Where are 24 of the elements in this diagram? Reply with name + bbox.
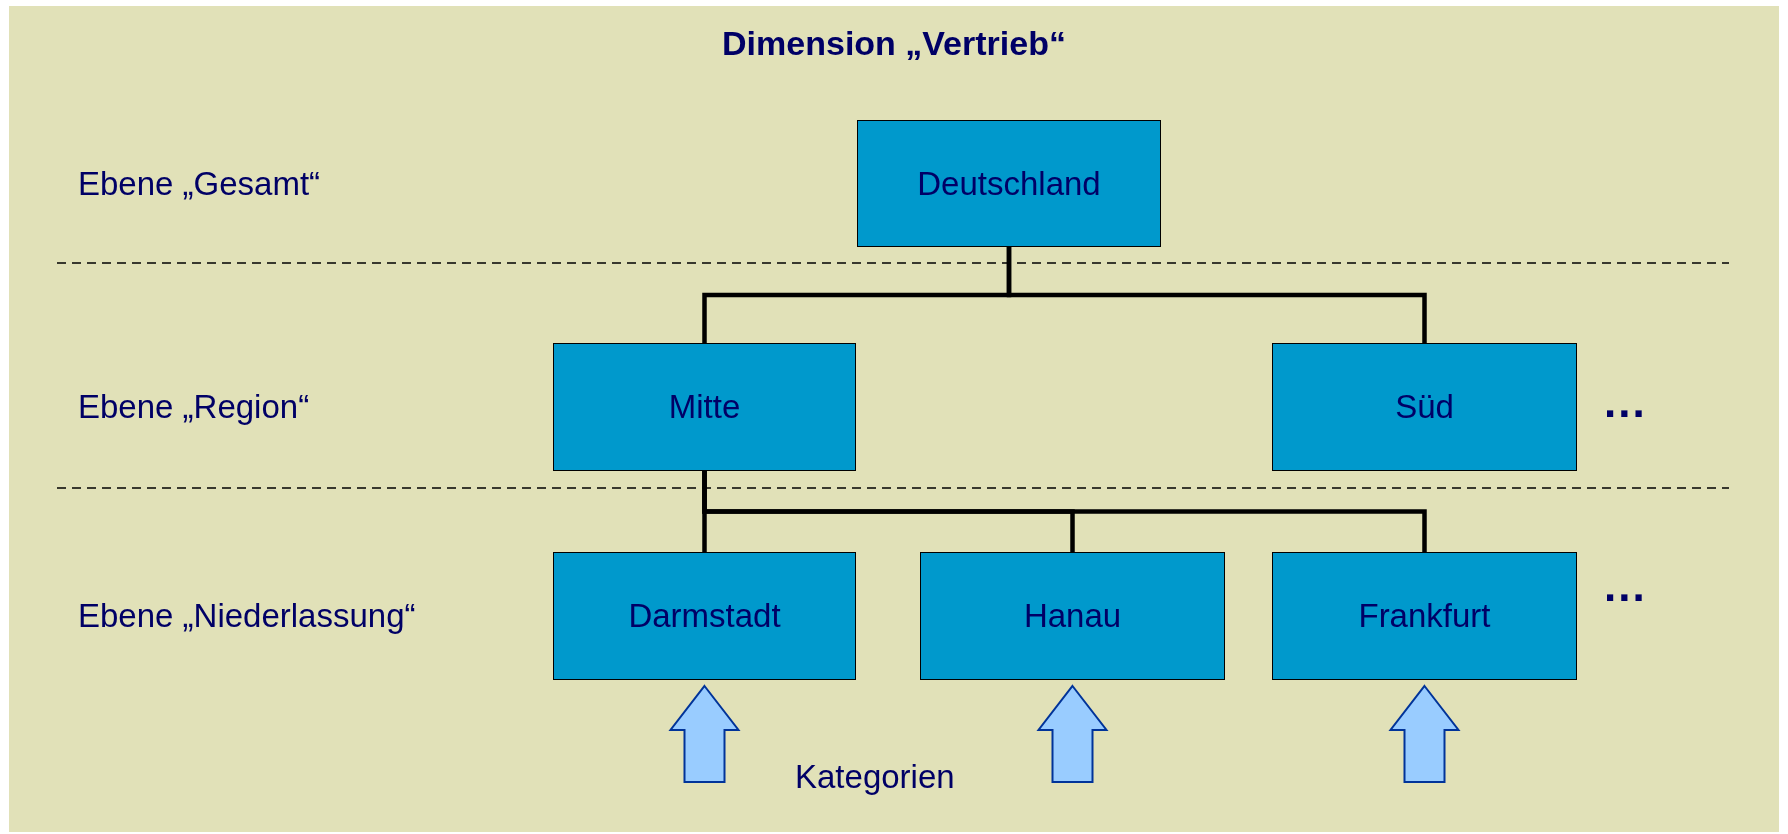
hierarchy-box [857,120,1161,247]
level-label: Ebene „Region“ [78,388,310,426]
box-label: Mitte [668,388,741,426]
level-label: Ebene „Gesamt“ [78,165,321,203]
level-label: Kategorien [795,758,955,796]
connector-line [702,471,1427,552]
connector-line [1006,247,1427,343]
level-label: Ebene „Niederlassung“ [78,597,416,635]
box-label: Süd [1395,388,1454,426]
box-label: Deutschland [917,164,1101,203]
hierarchy-box [920,552,1225,680]
hierarchy-box [1272,343,1577,471]
block-arrow [1388,684,1461,783]
box-label: Darmstadt [628,597,781,635]
block-arrow [668,684,741,783]
hierarchy-box [553,343,856,471]
diagram-title: Dimension „Vertrieb“ [721,24,1067,63]
ellipsis-text: ... [1604,377,1647,427]
box-label: Frankfurt [1358,597,1491,635]
ellipsis-text: ... [1604,561,1647,611]
hierarchy-box [1272,552,1577,680]
block-arrow [1036,684,1109,783]
hierarchy-box [553,552,856,680]
box-label: Hanau [1023,597,1122,635]
